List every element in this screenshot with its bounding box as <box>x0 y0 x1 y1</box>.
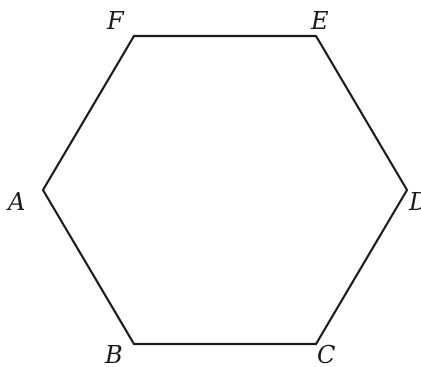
vertex-label-e: E <box>310 7 329 35</box>
vertex-label-a: A <box>6 188 25 216</box>
vertex-label-f: F <box>106 7 125 35</box>
vertex-label-b: B <box>104 341 123 367</box>
hexagon-outline <box>41 34 409 346</box>
vertex-label-d: D <box>408 188 421 216</box>
vertex-label-c: C <box>317 341 335 367</box>
